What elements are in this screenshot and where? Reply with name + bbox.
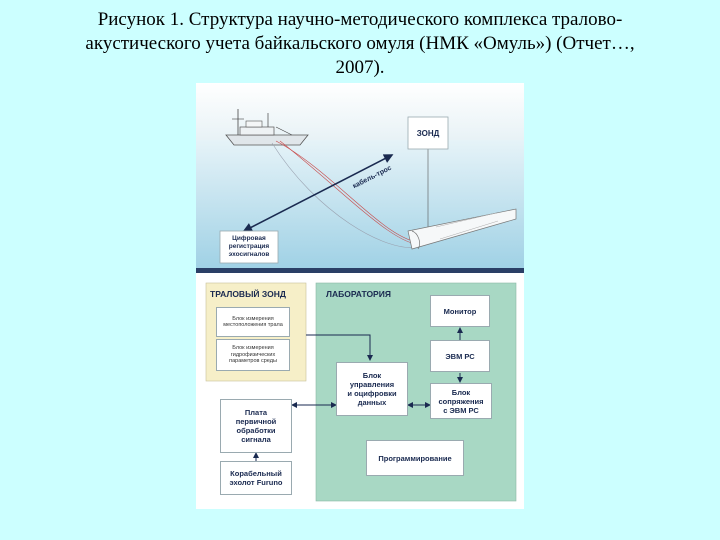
control-unit-line: Блок <box>362 371 382 380</box>
signal-board-box: Плата первичной обработки сигнала <box>220 399 292 453</box>
control-unit-line: и оцифровки <box>347 389 397 398</box>
programming-box: Программирование <box>366 440 464 476</box>
control-unit-box: Блок управления и оцифровки данных <box>336 362 408 416</box>
connector-probe-to-control <box>306 334 373 361</box>
trawl-position-unit: Блок измерения местоположения трала <box>216 307 290 337</box>
interface-unit-line: сопряжения <box>438 396 484 406</box>
signal-board-line: Плата <box>244 408 268 417</box>
lab-title: ЛАБОРАТОРИЯ <box>326 289 391 299</box>
section-divider <box>196 268 524 273</box>
signal-board-line: сигнала <box>241 435 271 444</box>
caption-line-1: Рисунок 1. Структура научно-методическог… <box>97 9 623 30</box>
hydrophysics-line: Блок измерения <box>232 345 274 352</box>
pc-box: ЭВМ РС <box>430 340 490 372</box>
caption-line-2: акустического учета байкальского омуля (… <box>85 33 635 54</box>
interface-unit-box: Блок сопряжения с ЭВМ РС <box>430 383 492 419</box>
ship-icon <box>225 109 309 146</box>
control-unit-line: управления <box>349 380 395 389</box>
digital-registration-box <box>219 230 279 264</box>
digital-registration-line: регистрация <box>228 243 270 250</box>
trawl-net-icon <box>407 208 517 250</box>
digital-registration-line: Цифровая <box>232 235 266 242</box>
trawl-position-line: Блок измерения <box>232 315 274 322</box>
hydrophysics-line: гидрофизических <box>230 351 276 358</box>
hydrophysics-line: параметров среды <box>229 358 277 365</box>
echosounder-box: Корабельный эхолот Furuno <box>220 461 292 495</box>
figure-caption: Рисунок 1. Структура научно-методическог… <box>20 8 700 80</box>
cable-arrow <box>242 154 394 232</box>
probe-label: ЗОНД <box>416 128 440 138</box>
trawl-probe-title: ТРАЛОВЫЙ ЗОНД <box>210 289 286 299</box>
caption-line-3: 2007). <box>335 57 385 78</box>
probe-box <box>407 116 449 150</box>
trawl-position-line: местоположения трала <box>223 322 283 328</box>
echosounder-line: эхолот Furuno <box>229 478 283 487</box>
echosounder-line: Корабельный <box>230 469 282 478</box>
digital-registration-label: Цифровая регистрация эхосигналов <box>220 231 278 263</box>
signal-board-line: первичной <box>235 417 277 426</box>
digital-registration-line: эхосигналов <box>228 251 270 258</box>
signal-board-line: обработки <box>236 426 276 435</box>
control-unit-line: данных <box>357 398 387 407</box>
monitor-box: Монитор <box>430 295 490 327</box>
interface-unit-line: с ЭВМ РС <box>443 405 479 415</box>
hydrophysics-unit: Блок измерения гидрофизических параметро… <box>216 339 290 371</box>
diagram-figure: ЗОНД кабель-трос Цифровая регистрация эх… <box>196 83 524 509</box>
interface-unit-line: Блок <box>451 387 471 397</box>
